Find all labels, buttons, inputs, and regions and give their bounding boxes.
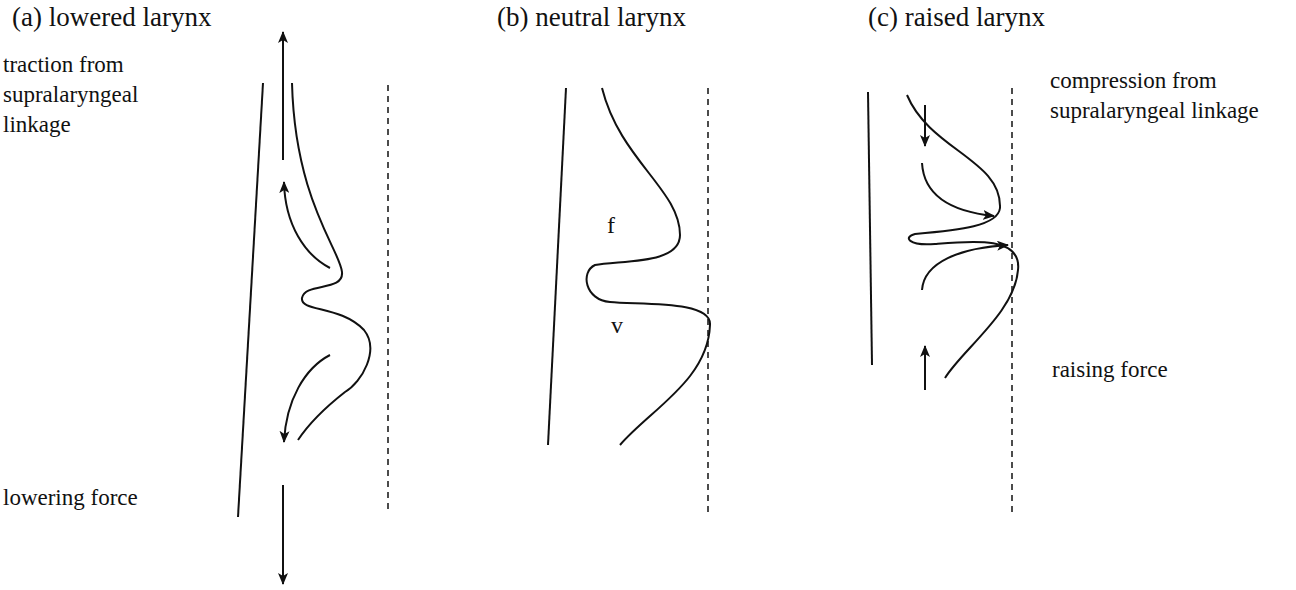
traction-arrow: [284, 182, 330, 268]
raising-arrow: [924, 346, 926, 390]
fold-tissue: [292, 83, 370, 440]
compression-arrow: [922, 163, 994, 216]
raising-arrow: [922, 245, 1008, 290]
traction-arrow: [282, 32, 284, 160]
panel-heading: (a) lowered larynx: [12, 2, 211, 32]
force-label: compression from supralaryngeal linkage: [1050, 66, 1290, 126]
airway-wall: [548, 88, 566, 445]
fold-label: v: [611, 310, 623, 340]
fold-tissue: [907, 95, 1018, 378]
fold-tissue: [587, 88, 710, 445]
midline: [707, 88, 709, 512]
midline: [1011, 88, 1013, 512]
force-label: raising force: [1052, 355, 1168, 385]
force-label: lowering force: [3, 483, 138, 513]
lowering-arrow: [282, 485, 284, 584]
compression-arrow: [924, 105, 926, 146]
panel-heading: (c) raised larynx: [868, 2, 1045, 32]
airway-wall: [238, 83, 263, 517]
midline: [387, 85, 389, 512]
fold-label: f: [607, 210, 615, 240]
lowering-arrow: [284, 355, 330, 442]
airway-wall: [868, 92, 872, 365]
panel-heading: (b) neutral larynx: [497, 2, 686, 32]
force-label: traction from supralaryngeal linkage: [3, 50, 193, 140]
